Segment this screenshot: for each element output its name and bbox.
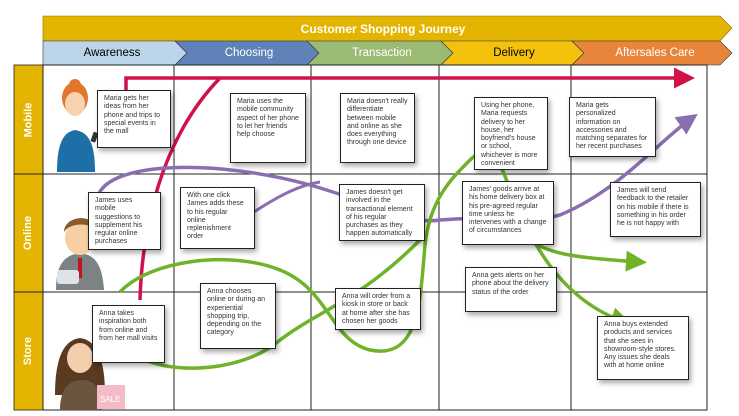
note-online-transaction: James doesn't get involved in the transa… (339, 184, 425, 241)
note-mobile-choosing: Maria uses the mobile community aspect o… (230, 93, 306, 163)
channel-label: Mobile (22, 102, 35, 137)
phase-aftersales-bg (571, 40, 733, 66)
note-store-delivery: Anna gets alerts on her phone about the … (465, 267, 557, 312)
phase-choosing: Choosing (224, 47, 274, 59)
note-mobile-delivery: Using her phone, Maria requests delivery… (474, 97, 548, 170)
journey-title: Customer Shopping Journey (300, 21, 466, 36)
channel-mobile: Mobile (14, 65, 43, 174)
note-online-delivery: James' goods arrive at his home delivery… (462, 181, 554, 245)
sale-tag: SALE (100, 395, 120, 404)
note-store-transaction: Anna will order from a kiosk in store or… (335, 288, 421, 330)
phase-transaction: Transaction (352, 47, 412, 59)
note-store-aftersales: Anna buys extended products and services… (597, 316, 689, 380)
note-store-choosing: Anna chooses online or during an experie… (200, 283, 276, 349)
channel-store: Store (14, 292, 43, 410)
note-online-choosing: With one click James adds these to his r… (180, 187, 255, 249)
phase-awareness: Awareness (83, 47, 141, 59)
channel-label: Online (22, 215, 35, 251)
note-mobile-aftersales: Maria gets personalized information on a… (569, 97, 656, 157)
note-mobile-awareness: Maria gets her ideas from her phone and … (97, 90, 171, 148)
shopping-bag-icon (97, 385, 125, 409)
note-online-awareness: James uses mobile suggestions to supplem… (88, 192, 161, 250)
channel-column (13, 64, 44, 411)
online-journey-branch (253, 180, 321, 214)
online-journey-line (96, 114, 698, 223)
maria-avatar (57, 79, 99, 172)
note-store-awareness: Anna takes inspiration both from online … (92, 305, 165, 363)
james-avatar (56, 218, 104, 290)
grid (14, 64, 708, 411)
phase-aftersales-care: Aftersales Care (615, 47, 695, 59)
note-mobile-transaction: Maria doesn't really differentiate betwe… (340, 93, 415, 163)
channel-online: Online (14, 174, 43, 292)
channel-label: Store (22, 336, 35, 366)
title-bar (42, 15, 733, 42)
phase-delivery: Delivery (493, 47, 535, 59)
note-online-aftersales: James will send feedback to the retailer… (610, 182, 701, 237)
